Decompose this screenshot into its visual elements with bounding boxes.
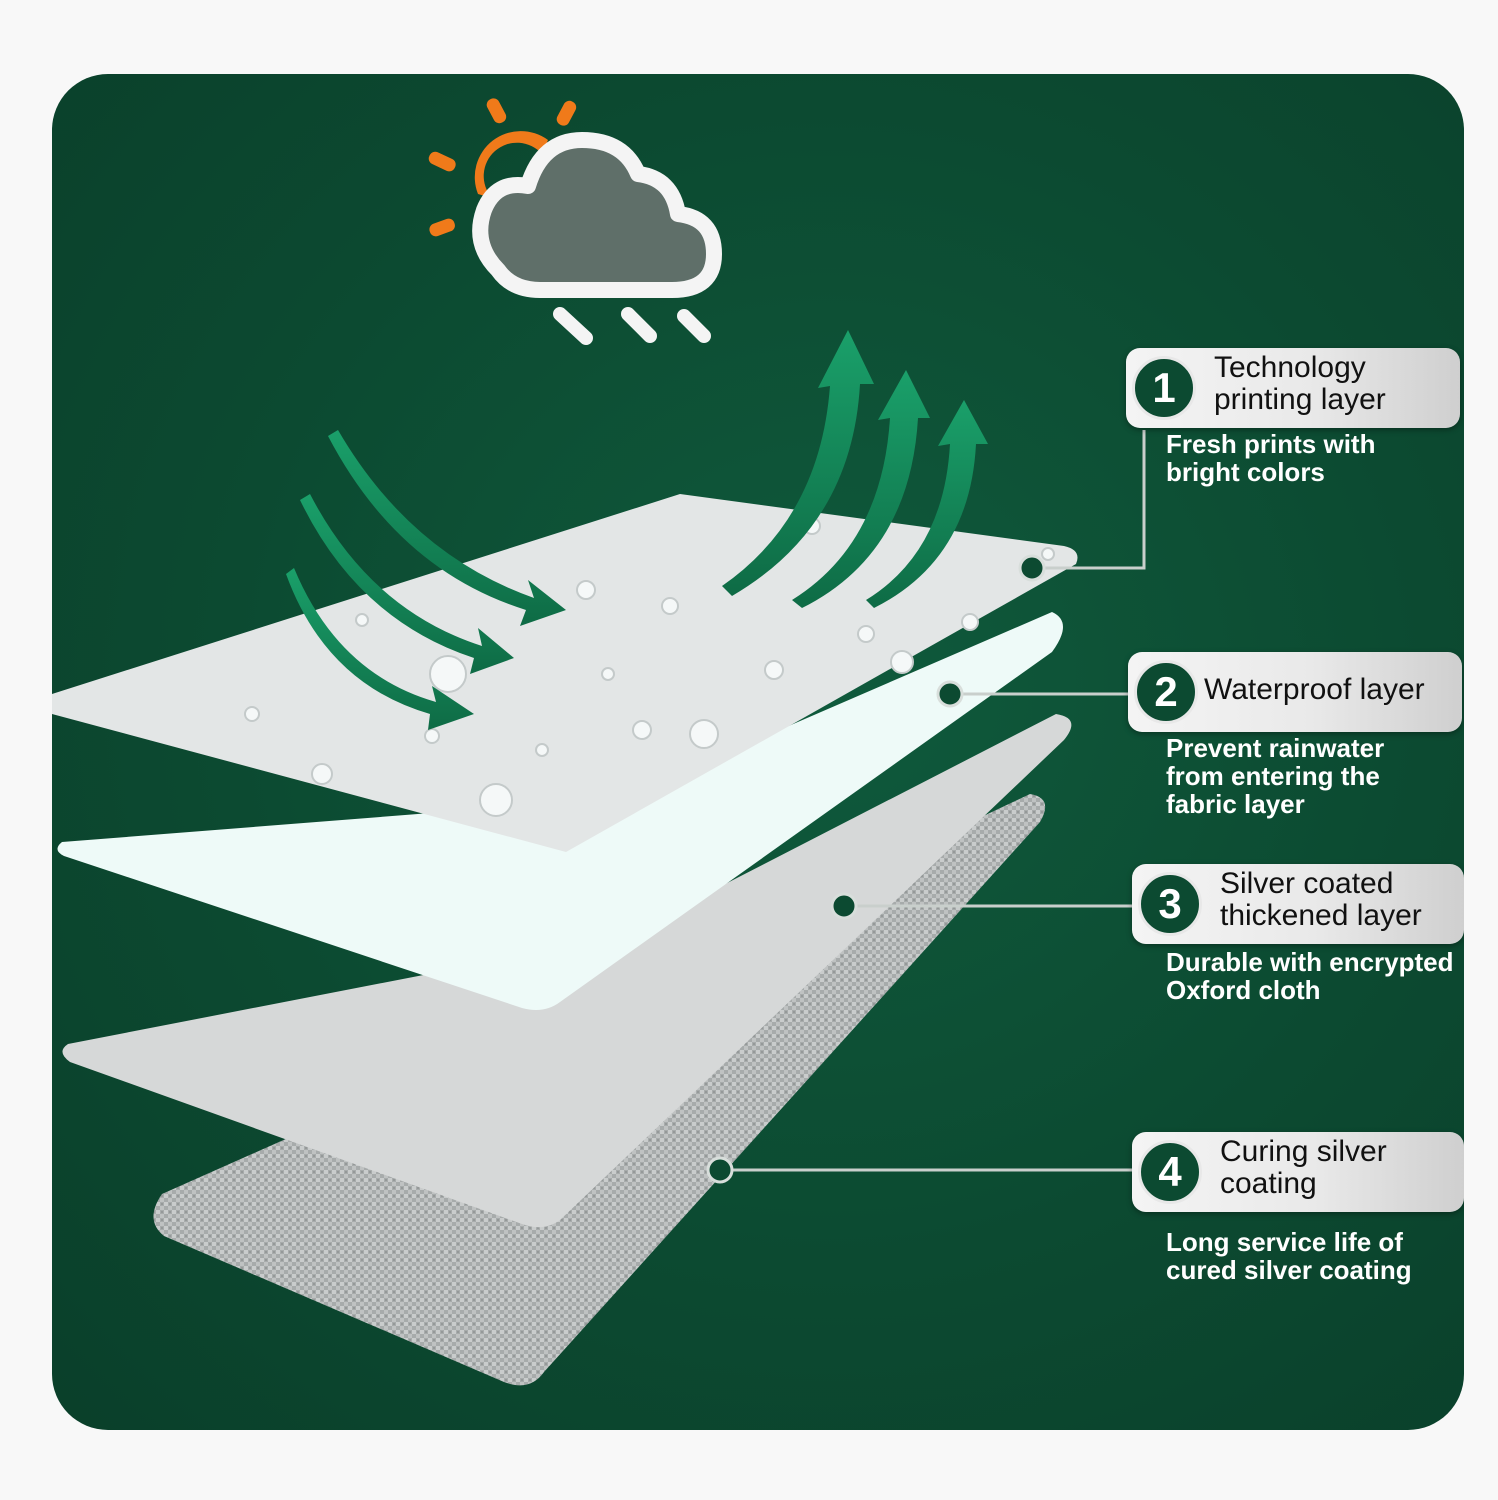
layer-2-callout: 2 Waterproof layer — [1128, 652, 1462, 732]
layer-3-title: Silver coated thickened layer — [1220, 867, 1422, 932]
layer-2-title: Waterproof layer — [1204, 673, 1425, 706]
diagram-panel: 1 Technology printing layer Fresh prints… — [52, 74, 1464, 1430]
layer-4-callout: 4 Curing silver coating — [1132, 1132, 1464, 1212]
callout-dots — [706, 554, 1046, 1184]
inflow-arrow-icon — [286, 430, 566, 730]
water-droplets — [244, 517, 1055, 817]
layer-3-description: Durable with encrypted Oxford cloth — [1166, 947, 1454, 1005]
layer-1-number-badge: 1 — [1132, 356, 1196, 420]
callout-connectors — [720, 430, 1146, 1172]
outflow-arrow-icon — [722, 330, 988, 608]
layer-4-title: Curing silver coating — [1220, 1135, 1387, 1200]
layer-3-number-badge: 3 — [1138, 872, 1202, 936]
layer-3-callout: 3 Silver coated thickened layer — [1132, 864, 1464, 944]
layer-1-callout: 1 Technology printing layer — [1126, 348, 1460, 428]
layer-2-number-badge: 2 — [1134, 660, 1198, 724]
layer-4-description: Long service life of cured silver coatin… — [1166, 1227, 1412, 1285]
rain-cloud-icon — [472, 132, 722, 345]
layer-4-number-badge: 4 — [1138, 1140, 1202, 1204]
sun-icon — [428, 98, 577, 237]
layer-1-description: Fresh prints with bright colors — [1166, 429, 1376, 487]
layer-2-description: Prevent rainwater from entering the fabr… — [1166, 733, 1385, 819]
layer-illustration — [52, 98, 1146, 1386]
layer-1-title: Technology printing layer — [1214, 351, 1386, 416]
